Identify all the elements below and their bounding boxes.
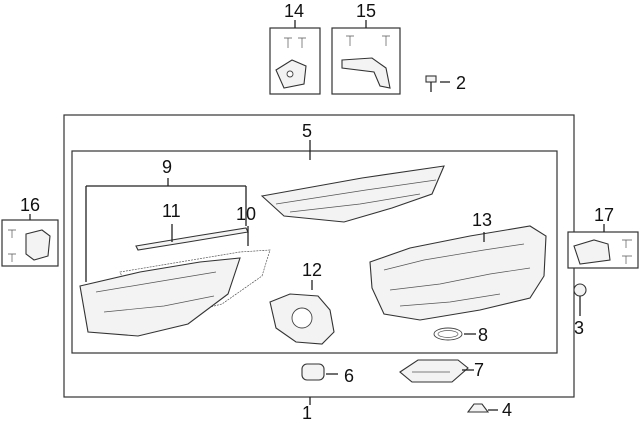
callout-6: 6 [344,366,354,386]
callout-16: 16 [20,195,40,215]
bolt-part-3 [573,283,587,316]
callout-9: 9 [162,157,172,177]
callout-17: 17 [594,205,614,225]
projector-part-12 [269,280,335,345]
clip-part-4 [466,403,498,413]
callout-8: 8 [478,325,488,345]
callout-1: 1 [302,403,312,423]
module-part-7 [399,359,474,383]
housing-part-13 [369,225,547,321]
screw-part-2 [425,75,450,92]
callout-11: 11 [162,201,181,221]
headlamp-part-9 [79,178,247,337]
callout-10: 10 [236,204,256,224]
callout-3: 3 [574,318,584,338]
callout-14: 14 [284,1,304,21]
bracket-kit-14 [269,27,321,95]
bracket-kit-16 [1,219,59,267]
callout-5: 5 [302,121,312,141]
lens-part-5 [260,150,445,223]
callout-4: 4 [502,400,512,420]
seal-part-8 [433,327,476,341]
callout-15: 15 [356,1,376,21]
callout-12: 12 [302,260,322,280]
callout-13: 13 [472,210,492,230]
socket-part-6 [301,363,338,381]
bracket-kit-17 [567,231,639,269]
bracket-kit-15 [331,27,401,95]
callout-7: 7 [474,360,484,380]
callout-2: 2 [456,73,466,93]
